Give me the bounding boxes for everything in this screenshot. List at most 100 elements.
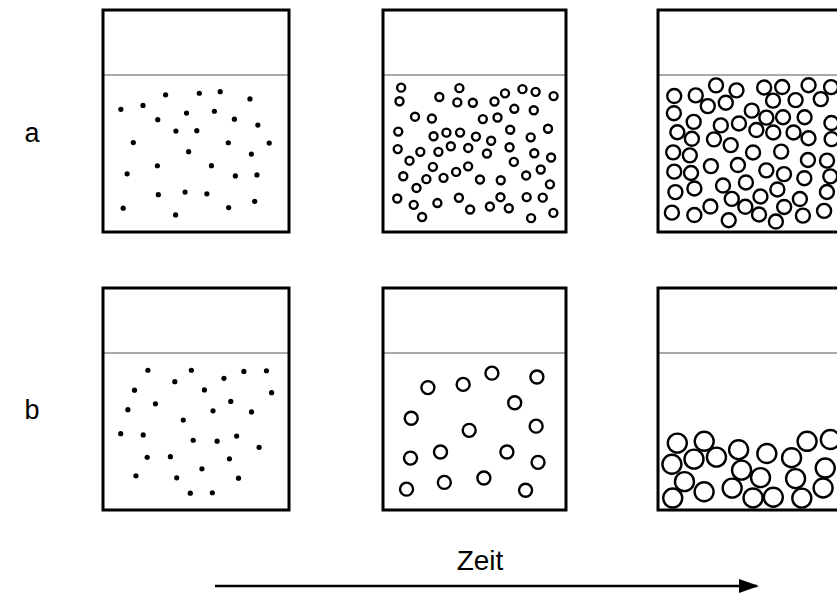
particle xyxy=(155,163,160,168)
droplet xyxy=(546,180,554,188)
droplet xyxy=(732,116,746,130)
droplet xyxy=(724,138,738,152)
droplet xyxy=(463,424,476,437)
droplet xyxy=(776,110,790,124)
droplet xyxy=(689,88,703,102)
droplet xyxy=(787,125,801,139)
droplet xyxy=(429,163,437,171)
particle xyxy=(125,407,130,412)
droplet xyxy=(544,125,552,133)
droplet xyxy=(472,133,480,141)
droplet xyxy=(530,106,538,114)
particle xyxy=(125,171,130,176)
droplet xyxy=(434,148,442,156)
droplet xyxy=(701,99,715,113)
droplet xyxy=(802,131,816,145)
row-label: a xyxy=(24,120,39,147)
particle xyxy=(226,140,231,145)
droplet xyxy=(416,148,424,156)
particle xyxy=(252,199,257,204)
particle xyxy=(212,109,217,114)
droplet xyxy=(411,113,419,121)
time-arrow xyxy=(215,585,757,588)
particle xyxy=(155,117,160,122)
droplet xyxy=(753,190,767,204)
particle xyxy=(163,92,168,97)
droplet xyxy=(746,145,760,159)
particle xyxy=(254,172,259,177)
droplet xyxy=(823,169,837,183)
beaker-group xyxy=(103,10,837,510)
droplet xyxy=(453,98,461,106)
droplet xyxy=(469,99,477,107)
droplet xyxy=(738,200,752,214)
droplet xyxy=(510,105,518,113)
droplet xyxy=(695,432,714,451)
droplet xyxy=(732,461,751,480)
droplet xyxy=(814,92,828,106)
droplet xyxy=(527,133,535,141)
droplet xyxy=(479,115,487,123)
droplet xyxy=(824,80,837,94)
droplet xyxy=(477,472,490,485)
particle xyxy=(121,206,126,211)
particle xyxy=(133,473,138,478)
droplet xyxy=(452,168,460,176)
droplet xyxy=(729,83,743,97)
droplet xyxy=(447,142,455,150)
droplet xyxy=(532,456,545,469)
beaker-outline xyxy=(658,288,837,510)
droplet xyxy=(817,204,831,218)
droplet xyxy=(668,434,687,453)
droplet xyxy=(483,150,491,158)
droplet xyxy=(716,179,730,193)
beaker xyxy=(103,288,289,510)
droplet xyxy=(774,145,788,159)
droplet xyxy=(494,113,502,121)
particle xyxy=(141,432,146,437)
droplet xyxy=(394,145,402,153)
particle xyxy=(197,91,202,96)
droplet xyxy=(667,106,681,120)
droplet xyxy=(422,175,430,183)
particle xyxy=(232,117,237,122)
droplet xyxy=(782,448,801,467)
droplet xyxy=(397,84,405,92)
droplet xyxy=(798,432,817,451)
droplet xyxy=(801,153,815,167)
droplet xyxy=(786,469,805,488)
droplet xyxy=(687,115,701,129)
beaker xyxy=(383,288,566,510)
droplet xyxy=(725,192,739,206)
droplet xyxy=(685,450,704,469)
droplet xyxy=(752,208,766,222)
particle-group xyxy=(118,89,272,217)
particle xyxy=(210,408,215,413)
droplet xyxy=(802,78,816,92)
droplet xyxy=(687,181,701,195)
droplet xyxy=(793,192,807,206)
droplet xyxy=(490,97,498,105)
droplet xyxy=(438,476,451,489)
droplet xyxy=(510,158,518,166)
droplet xyxy=(764,488,783,507)
droplet xyxy=(675,472,694,491)
droplet xyxy=(824,116,837,130)
droplet xyxy=(798,110,812,124)
droplet xyxy=(792,489,811,508)
particle xyxy=(257,445,262,450)
droplet xyxy=(393,194,401,202)
particle xyxy=(204,191,209,196)
particle-group xyxy=(118,368,274,496)
droplet xyxy=(547,154,555,162)
particle xyxy=(131,140,136,145)
particle xyxy=(269,390,274,395)
droplet xyxy=(662,455,681,474)
particle xyxy=(226,205,231,210)
beaker xyxy=(658,10,837,232)
beaker-outline xyxy=(383,10,566,232)
droplet xyxy=(766,94,780,108)
droplet xyxy=(825,132,837,146)
droplet xyxy=(684,166,698,180)
